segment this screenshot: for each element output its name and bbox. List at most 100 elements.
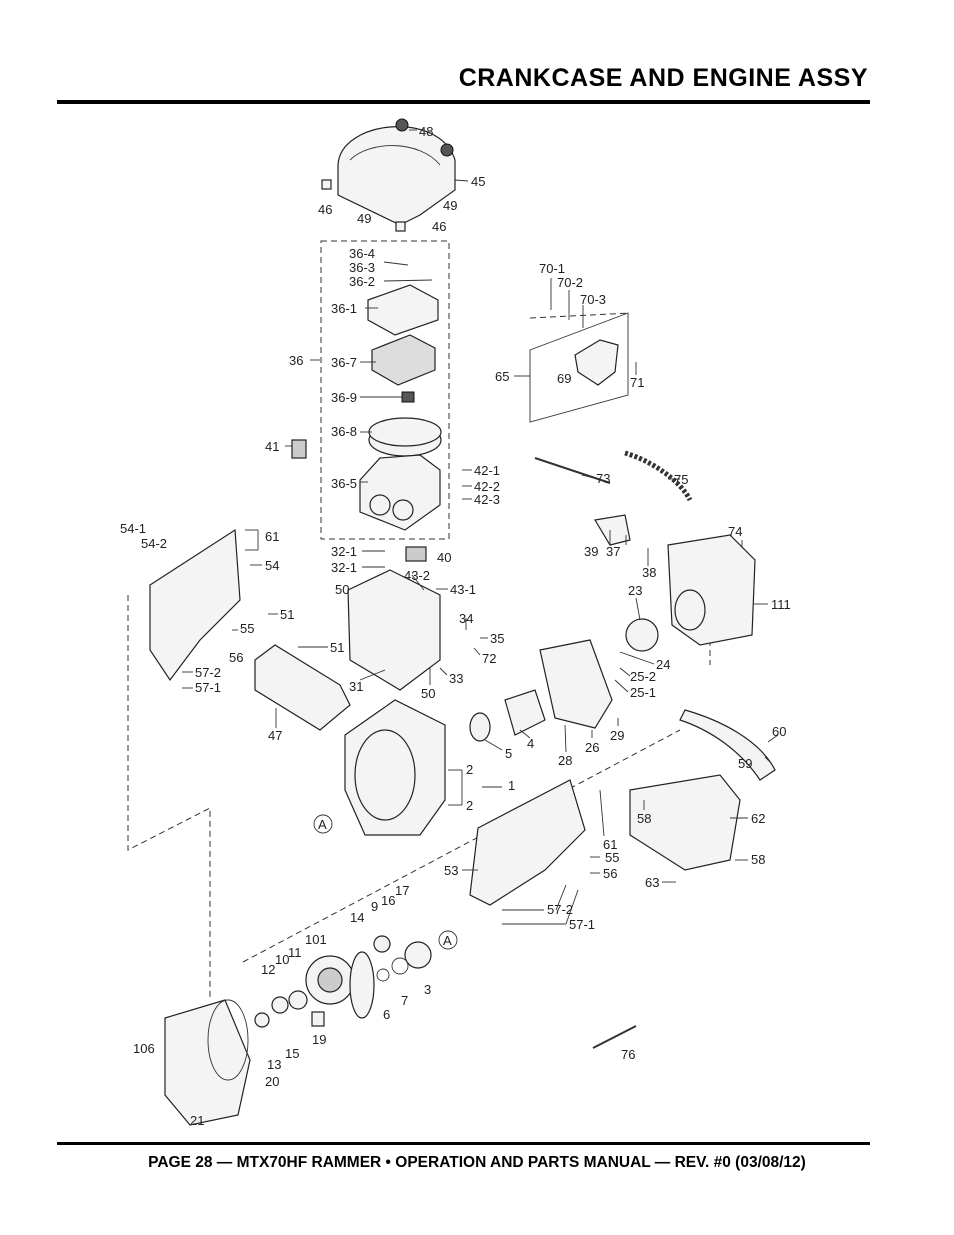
callout-label: 57-1	[569, 917, 595, 932]
callout-label: 10	[275, 952, 289, 967]
callout-label: 33	[449, 671, 463, 686]
callout-label: 21	[190, 1113, 204, 1128]
callout-label: 70-1	[539, 261, 565, 276]
callout-label: 11	[288, 945, 302, 960]
callout-label: 63	[645, 875, 659, 890]
callout-label: 57-2	[195, 665, 221, 680]
callout-label: 36-1	[331, 301, 357, 316]
callout-label: 25-1	[630, 685, 656, 700]
callout-label: 73	[596, 471, 610, 486]
gasket-part	[207, 999, 249, 1081]
cover-alignment-line	[127, 595, 211, 1000]
footer-rule	[57, 1142, 870, 1145]
callout-label: 42-3	[474, 492, 500, 507]
callout-label: 2	[466, 798, 473, 813]
callout-label: 61	[603, 837, 617, 852]
callout-label: 60	[772, 724, 786, 739]
callout-label: 58	[751, 852, 765, 867]
callout-label: 12	[261, 962, 275, 977]
callout-label: 55	[605, 850, 619, 865]
callout-label: A	[443, 933, 452, 948]
callout-label: 111	[771, 597, 791, 612]
callout-label: 15	[285, 1046, 299, 1061]
throttle-assembly-part	[529, 312, 629, 423]
callout-label: 57-2	[547, 902, 573, 917]
callout-label: 70-2	[557, 275, 583, 290]
callout-label: 26	[585, 740, 599, 755]
callout-label: 75	[674, 472, 688, 487]
reference-a-marker	[438, 930, 458, 950]
header-rule	[57, 100, 870, 104]
callout-label: 70-3	[580, 292, 606, 307]
spiral-wrap-part	[624, 450, 693, 502]
callout-label: A	[318, 817, 327, 832]
callout-label: 69	[557, 371, 571, 386]
callout-label: 36-2	[349, 274, 375, 289]
crank-alignment-line	[242, 729, 681, 963]
callout-label: 51	[280, 607, 294, 622]
callout-label: 57-1	[195, 680, 221, 695]
right-cover-part	[469, 779, 586, 906]
callout-label: 4	[527, 736, 534, 751]
callout-label: 32-1	[331, 560, 357, 575]
air-cleaner-parts	[291, 284, 442, 562]
callout-label: 49	[357, 211, 371, 226]
callout-label: 19	[312, 1032, 326, 1047]
air-cleaner-group-box	[320, 240, 450, 540]
callout-label: 20	[265, 1074, 279, 1089]
callout-label: 29	[610, 728, 624, 743]
callout-label: 41	[265, 439, 279, 454]
callout-label: 62	[751, 811, 765, 826]
rear-cover-part	[164, 999, 251, 1126]
callout-label: 24	[656, 657, 670, 672]
callout-label: 45	[471, 174, 485, 189]
callout-label: 38	[642, 565, 656, 580]
callout-label: 54-2	[141, 536, 167, 551]
callout-label: 54	[265, 558, 279, 573]
callout-label: 36-3	[349, 260, 375, 275]
clutch-drum-part	[504, 689, 546, 736]
callout-label: 42-1	[474, 463, 500, 478]
callout-label: 59	[738, 756, 752, 771]
callout-label: 34	[459, 611, 473, 626]
callout-label: 32-1	[331, 544, 357, 559]
clutch-housing-part	[539, 639, 613, 729]
callout-label: 13	[267, 1057, 281, 1072]
tank-guard-part	[629, 774, 741, 871]
intake-elbow-part	[594, 514, 631, 546]
callout-label: 43-1	[450, 582, 476, 597]
fan-cover-part	[321, 118, 456, 232]
callout-label: 17	[395, 883, 409, 898]
page-footer: PAGE 28 — MTX70HF RAMMER • OPERATION AND…	[148, 1154, 806, 1171]
callout-label: 106	[133, 1041, 155, 1056]
callout-label: 56	[603, 866, 617, 881]
callout-label: 36-9	[331, 390, 357, 405]
callout-label: 46	[432, 219, 446, 234]
callout-label: 53	[444, 863, 458, 878]
callout-label: 54-1	[120, 521, 146, 536]
clutch-part	[625, 618, 659, 652]
callout-label: 56	[229, 650, 243, 665]
throttle-box-line	[529, 312, 631, 319]
lower-cover-part	[254, 644, 351, 731]
callout-label: 31	[349, 679, 363, 694]
page-title: CRANKCASE AND ENGINE ASSY	[458, 64, 868, 92]
callout-label: 1	[508, 778, 515, 793]
callout-label: 28	[558, 753, 572, 768]
engine-part	[667, 534, 756, 646]
callout-label: 2	[466, 762, 473, 777]
callout-label: 72	[482, 651, 496, 666]
callout-label: 61	[265, 529, 279, 544]
callout-label: 55	[240, 621, 254, 636]
engine-mount-frame-part	[347, 569, 441, 691]
left-cover-part	[149, 528, 241, 682]
reference-a-marker	[313, 814, 333, 834]
callout-label: 39	[584, 544, 598, 559]
tie-strap-part	[592, 1025, 637, 1049]
callout-label: 37	[606, 544, 620, 559]
callout-label: 35	[490, 631, 504, 646]
callout-label: 40	[437, 550, 451, 565]
callout-label: 42-2	[474, 479, 500, 494]
callout-label: 7	[401, 993, 408, 1008]
